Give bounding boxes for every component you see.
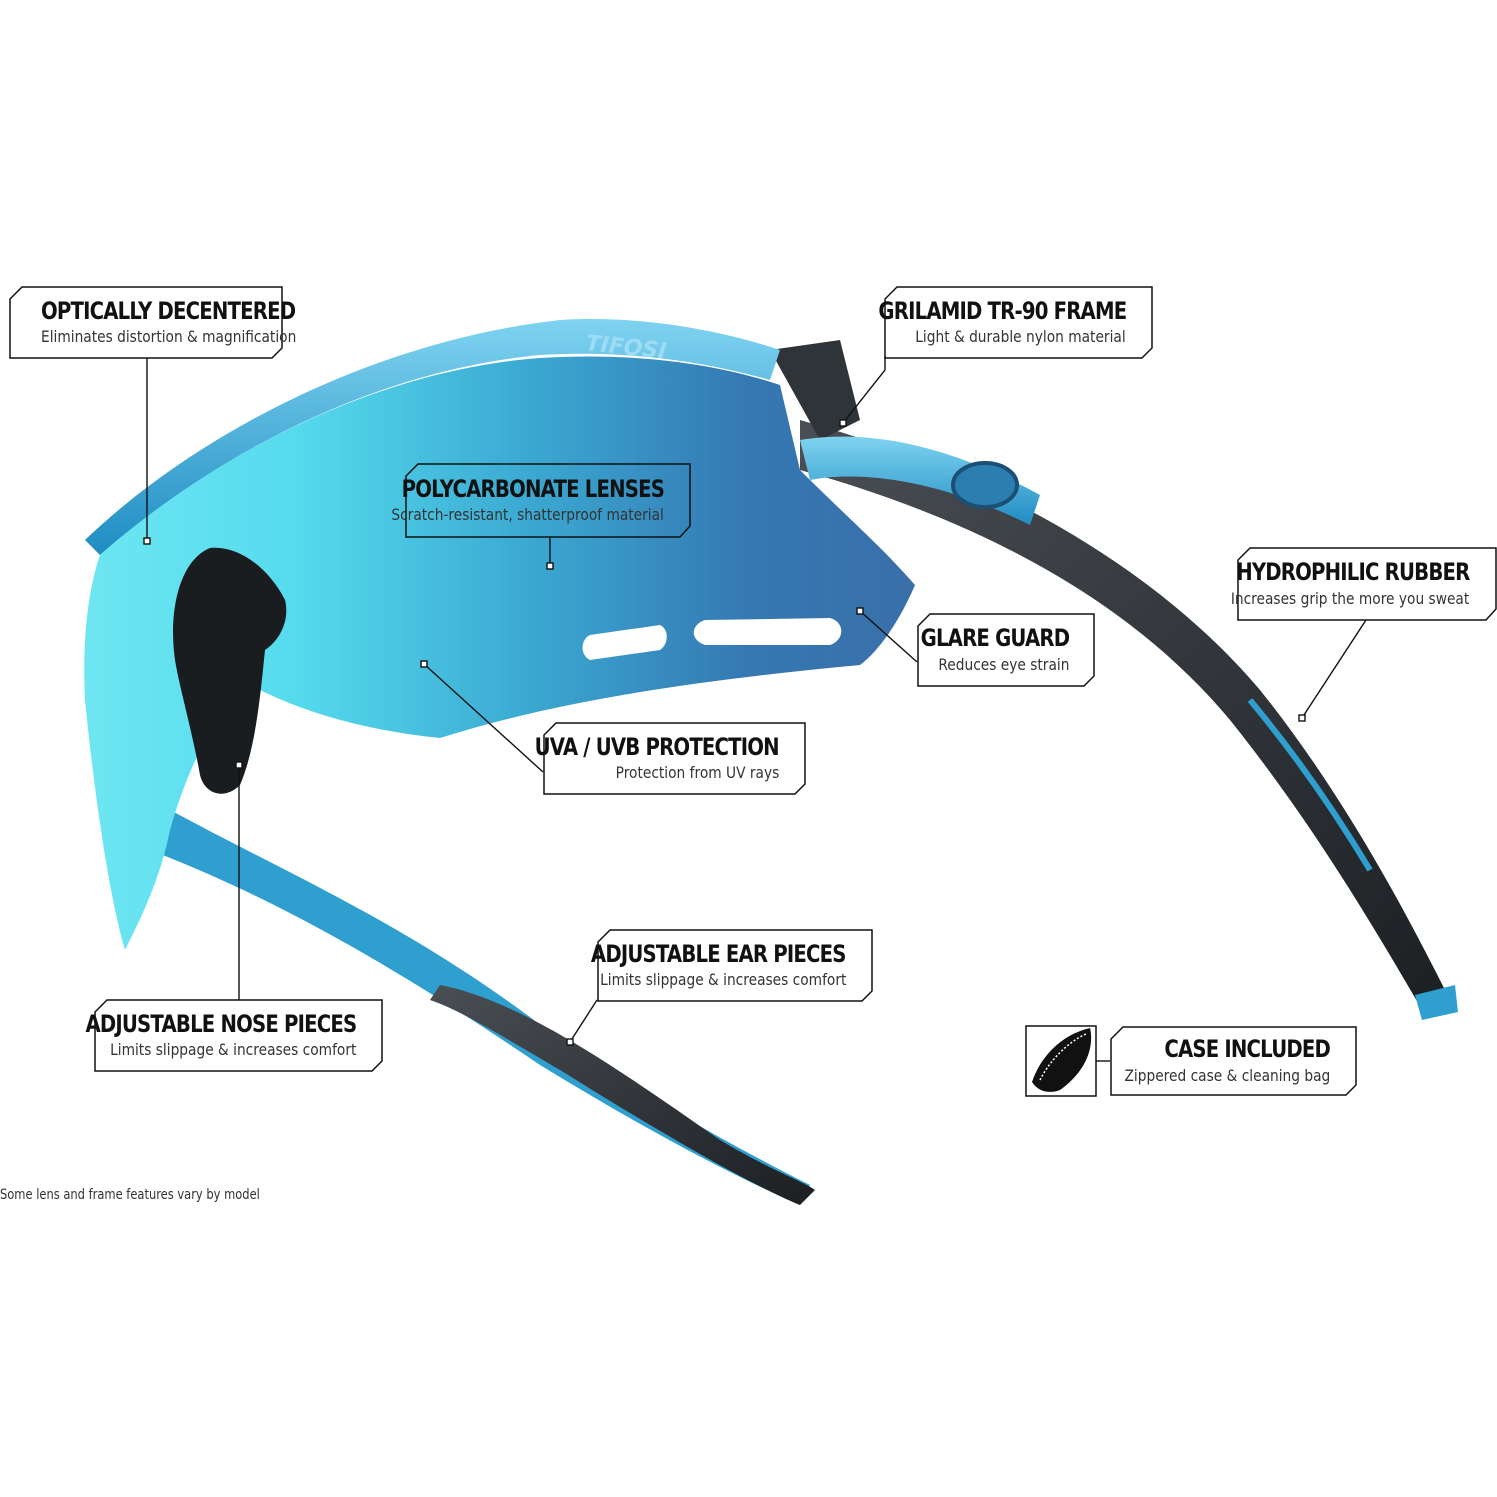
callout-subtitle: Limits slippage & increases comfort [109, 1040, 356, 1060]
callout-case-included: CASE INCLUDED Zippered case & cleaning b… [1113, 1030, 1344, 1093]
right-temple-blue-edge [1247, 698, 1373, 872]
frame-hydrophilic [1237, 547, 1497, 621]
lens-vent-right [693, 618, 842, 645]
dot-glare-guard [856, 607, 864, 615]
callout-subtitle: Eliminates distortion & magnification [41, 327, 297, 347]
dot-uv [420, 660, 428, 668]
right-temple-arm [800, 420, 1450, 1015]
callout-subtitle: Zippered case & cleaning bag [1124, 1065, 1330, 1085]
dot-optically-decentered [143, 537, 151, 545]
dot-hydrophilic [1298, 714, 1306, 722]
leader-grilamid-frame [842, 356, 886, 424]
frame-glare-guard [917, 613, 1095, 687]
callout-uv-protection: UVA / UVB PROTECTION Protection from UV … [535, 726, 793, 792]
callout-glare-guard: GLARE GUARD Reduces eye strain [920, 617, 1083, 684]
dot-nose-pieces [235, 761, 243, 769]
callout-subtitle: Reduces eye strain [937, 654, 1069, 674]
right-temple-tip [1415, 985, 1458, 1020]
callout-optically-decentered: OPTICALLY DECENTERED Eliminates distorti… [27, 290, 296, 356]
footnote: Some lens and frame features vary by mod… [0, 1187, 260, 1203]
frame-nose-pieces [94, 999, 383, 1072]
callout-subtitle: Protection from UV rays [615, 763, 779, 783]
callout-subtitle: Scratch-resistant, shatterproof material [391, 505, 664, 525]
leader-glare-guard [859, 610, 918, 663]
nose-pad [173, 547, 287, 794]
frame-ear-pieces [597, 929, 873, 1002]
left-ear-piece [430, 985, 815, 1205]
dot-grilamid-frame [839, 419, 847, 427]
callout-subtitle: Increases grip the more you sweat [1230, 588, 1469, 608]
case-icon [1032, 1028, 1092, 1092]
callout-title: ADJUSTABLE EAR PIECES [591, 939, 847, 968]
callout-hydrophilic-rubber: HYDROPHILIC RUBBER Increases grip the mo… [1231, 551, 1483, 618]
callout-title: ADJUSTABLE NOSE PIECES [85, 1009, 357, 1038]
callout-title: UVA / UVB PROTECTION [534, 732, 780, 761]
callout-subtitle: Limits slippage & increases comfort [599, 970, 846, 990]
dot-ear-pieces [566, 1038, 574, 1046]
frame-polycarbonate [405, 463, 691, 538]
callout-nose-pieces: ADJUSTABLE NOSE PIECES Limits slippage &… [85, 1003, 370, 1069]
frame-brow [85, 319, 780, 555]
frame-case-included [1110, 1026, 1357, 1096]
callout-ear-pieces: ADJUSTABLE EAR PIECES Limits slippage & … [591, 933, 860, 999]
frame-case-icon [1025, 1025, 1097, 1097]
dot-polycarbonate [546, 562, 554, 570]
hinge-screw [951, 461, 1019, 509]
callout-title: GRILAMID TR-90 FRAME [878, 296, 1127, 325]
callout-title: POLYCARBONATE LENSES [401, 474, 665, 503]
frame-top-right [770, 340, 860, 440]
callout-title: GLARE GUARD [920, 624, 1069, 653]
callout-grilamid-frame: GRILAMID TR-90 FRAME Light & durable nyl… [878, 290, 1140, 356]
frame-grilamid [884, 286, 1153, 359]
callout-polycarbonate-lenses: POLYCARBONATE LENSES Scratch-resistant, … [391, 467, 678, 535]
lens-vent-left [582, 625, 667, 660]
lens-shield [84, 356, 916, 950]
leader-ear-pieces [569, 999, 598, 1043]
leader-hydrophilic [1301, 619, 1367, 719]
frame-uv [543, 722, 806, 795]
callout-subtitle: Light & durable nylon material [915, 327, 1126, 347]
callout-title: HYDROPHILIC RUBBER [1235, 558, 1470, 587]
frame-optically-decentered [9, 286, 283, 359]
callout-title: CASE INCLUDED [1164, 1035, 1330, 1064]
leader-uv [423, 663, 544, 773]
callout-title: OPTICALLY DECENTERED [41, 296, 296, 325]
